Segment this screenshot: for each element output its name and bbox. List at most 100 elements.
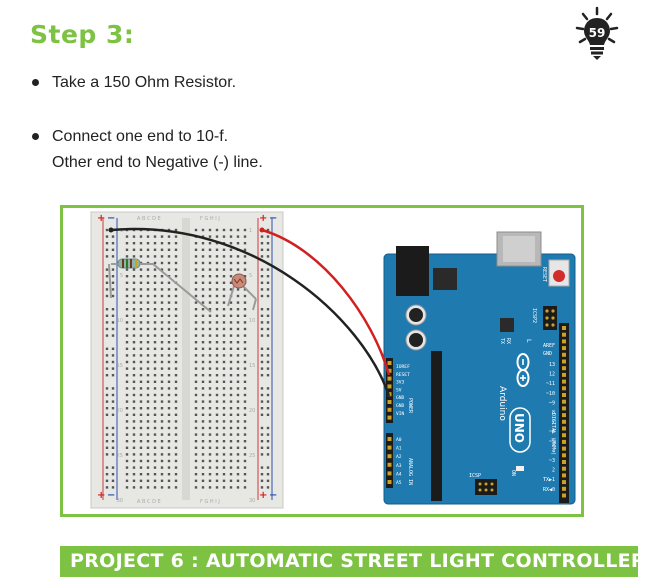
breadboard-hole (146, 281, 150, 284)
rail-hole (105, 354, 109, 357)
breadboard-hole (215, 486, 219, 489)
breadboard-hole (160, 413, 164, 416)
breadboard-hole (146, 367, 150, 370)
breadboard-hole (222, 228, 226, 232)
breadboard-hole (229, 466, 233, 469)
breadboard-hole (125, 400, 129, 403)
breadboard-hole (215, 433, 219, 436)
breadboard-hole (201, 354, 205, 357)
breadboard-hole (229, 314, 233, 317)
breadboard-hole (132, 255, 136, 258)
breadboard-hole (201, 268, 205, 271)
breadboard-hole (153, 466, 157, 469)
instruction-1-line-1: Take a 150 Ohm Resistor. (52, 74, 237, 91)
breadboard-hole (236, 301, 240, 304)
rail-hole (266, 347, 270, 350)
breadboard-hole (208, 479, 212, 482)
breadboard-hole (208, 308, 212, 311)
breadboard-hole (153, 473, 157, 476)
breadboard-hole (208, 433, 212, 436)
breadboard-hole (236, 255, 240, 258)
breadboard-hole (167, 466, 171, 469)
digital-header (559, 323, 569, 503)
rail-hole (260, 466, 264, 469)
breadboard-hole (125, 387, 129, 390)
breadboard-hole (229, 261, 233, 265)
rail-hole (105, 308, 109, 311)
rail-hole (105, 400, 109, 403)
row-number: 20 (249, 408, 255, 414)
digital-pin (562, 339, 566, 344)
breadboard-hole (132, 235, 136, 238)
breadboard-hole (139, 314, 143, 317)
breadboard-hole (174, 459, 178, 463)
breadboard-hole (160, 235, 164, 238)
breadboard-hole (215, 367, 219, 370)
breadboard-hole (153, 486, 157, 489)
breadboard-hole (215, 294, 219, 298)
breadboard-hole (125, 314, 129, 317)
breadboard-hole (215, 308, 219, 311)
breadboard-hole (146, 235, 150, 238)
breadboard-hole (215, 275, 219, 278)
breadboard-hole (194, 268, 198, 271)
breadboard-hole (125, 248, 129, 251)
breadboard-hole (229, 433, 233, 436)
rail-hole (266, 242, 270, 245)
breadboard-hole (229, 341, 233, 344)
breadboard-hole (139, 466, 143, 469)
breadboard-hole (153, 294, 157, 298)
digital-pin (562, 399, 566, 404)
breadboard-hole (222, 367, 226, 370)
rail-hole (266, 426, 270, 430)
rail-hole (111, 288, 115, 291)
breadboard-hole (222, 354, 226, 357)
breadboard-hole (215, 446, 219, 449)
rail-hole (260, 453, 264, 456)
breadboard-hole (139, 453, 143, 456)
rail-hole (111, 466, 115, 469)
breadboard-hole (201, 420, 205, 423)
breadboard-hole (139, 479, 143, 482)
breadboard-hole (222, 420, 226, 423)
breadboard-hole (201, 248, 205, 251)
breadboard-hole (146, 453, 150, 456)
rail-hole (105, 334, 109, 337)
breadboard-hole (146, 466, 150, 469)
breadboard-hole (139, 275, 143, 278)
rail-hole (111, 314, 115, 317)
breadboard-hole (201, 374, 205, 377)
breadboard-hole (174, 301, 178, 304)
breadboard-hole (132, 327, 136, 331)
rail-hole (105, 242, 109, 245)
breadboard-hole (229, 360, 233, 364)
breadboard-hole (222, 453, 226, 456)
breadboard-hole (174, 275, 178, 278)
breadboard-hole (194, 413, 198, 416)
breadboard-hole (229, 334, 233, 337)
breadboard-hole (146, 400, 150, 403)
breadboard-hole (146, 486, 150, 489)
rail-hole (266, 486, 270, 489)
breadboard-hole (153, 321, 157, 324)
rail-hole (266, 446, 270, 449)
breadboard-hole (160, 294, 164, 298)
breadboard-hole (160, 288, 164, 291)
rail-hole (266, 400, 270, 403)
breadboard-hole (215, 255, 219, 258)
breadboard-hole (139, 354, 143, 357)
breadboard-hole (236, 341, 240, 344)
digital-pin (562, 433, 566, 438)
breadboard-hole (139, 248, 143, 251)
breadboard-hole (167, 321, 171, 324)
digital-pin-label: 7 (552, 420, 555, 426)
rail-hole (111, 308, 115, 311)
breadboard-hole (236, 413, 240, 416)
breadboard-hole (160, 367, 164, 370)
digital-pin (562, 486, 566, 491)
breadboard-hole (167, 446, 171, 449)
breadboard-hole (153, 255, 157, 258)
breadboard-hole (125, 367, 129, 370)
breadboard-hole (229, 387, 233, 390)
breadboard-hole (125, 242, 129, 245)
